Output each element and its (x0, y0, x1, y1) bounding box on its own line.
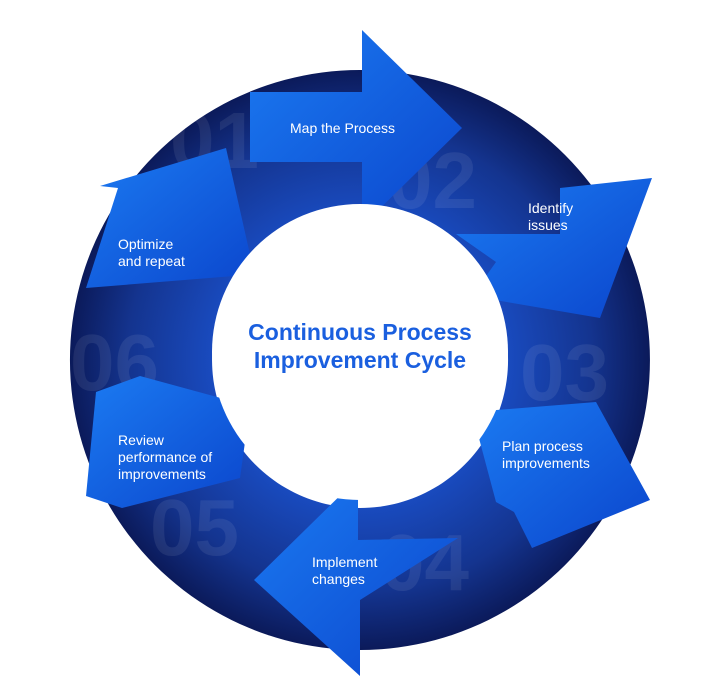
center-title-line-2: Improvement Cycle (253, 347, 467, 373)
step-label-5: Review performance of improvements (118, 432, 212, 483)
step-label-2: Identify issues (528, 200, 573, 234)
step-label-4: Implement changes (312, 554, 377, 588)
arrow-step-6 (86, 148, 258, 290)
center-title-line-1: Continuous Process (248, 319, 472, 345)
step-6-line-2: and repeat (118, 253, 185, 269)
step-label-6: Optimize and repeat (118, 236, 185, 270)
center-circle (212, 204, 508, 500)
center-title: Continuous Process Improvement Cycle (205, 318, 515, 374)
arrow-step-3 (472, 402, 650, 548)
step-number-05: 05 (150, 483, 239, 572)
arrow-step-5 (86, 376, 250, 508)
step-3-line-1: Plan process (502, 438, 583, 454)
step-5-line-3: improvements (118, 466, 206, 482)
step-3-line-2: improvements (502, 455, 590, 471)
arrow-step-2 (456, 178, 652, 318)
step-1-line-1: Map the Process (290, 120, 396, 136)
step-4-line-2: changes (312, 571, 365, 587)
step-2-line-2: issues (528, 217, 568, 233)
step-4-line-1: Implement (312, 554, 378, 570)
arrow-step-4 (254, 478, 458, 676)
step-label-3: Plan process improvements (502, 438, 590, 472)
arrow-step-1 (250, 30, 462, 226)
step-2-line-1: Identify (528, 200, 574, 216)
step-5-line-2: performance of (118, 449, 213, 465)
step-label-1: Map the Process (290, 120, 395, 137)
step-5-line-1: Review (118, 432, 164, 448)
step-6-line-1: Optimize (118, 236, 174, 252)
